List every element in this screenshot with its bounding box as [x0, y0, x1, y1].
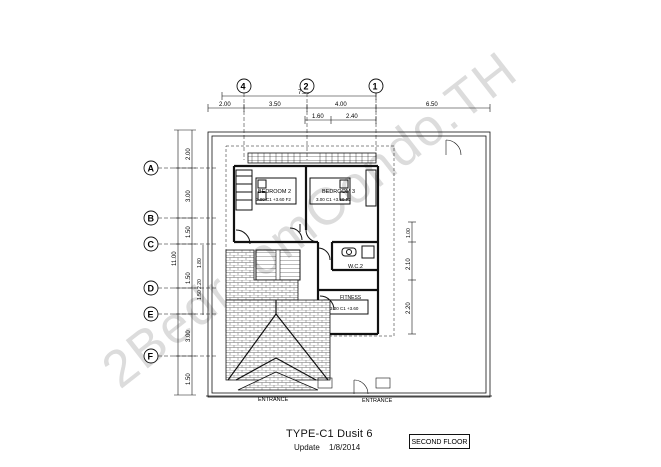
grid-row-c: C [148, 240, 155, 250]
floor-label-box: SECOND FLOOR [409, 434, 470, 449]
room-bedroom-2: BEDROOM 2 [258, 189, 291, 195]
dim-overall-left: 11.00 [172, 251, 178, 266]
dim-left-small-3: 2.20 [197, 279, 203, 289]
dim-left-1: 2.00 [186, 148, 192, 160]
floor-label: SECOND FLOOR [411, 439, 468, 446]
dim-overall-top: 7.50 [298, 90, 310, 96]
grid-row-f: F [148, 352, 154, 362]
entrance-right: ENTRANCE [362, 398, 393, 404]
grid-row-a: A [148, 164, 155, 174]
dim-top-6: 2.40 [346, 114, 358, 120]
dim-top-4: 6.50 [426, 102, 438, 108]
update-date: 1/8/2014 [329, 443, 361, 452]
dim-right-2: 2.10 [406, 258, 412, 270]
update-label: Update [294, 443, 320, 452]
dim-left-6: 1.50 [186, 373, 192, 385]
dim-top-3: 4.00 [335, 102, 347, 108]
lower-roof [225, 249, 331, 391]
dim-left-3: 1.50 [186, 226, 192, 238]
room-fitness-tag: 3.00 C1 +3.60 [330, 306, 359, 311]
dim-top-5: 1.60 [312, 114, 324, 120]
grid-col-1: 1 [373, 82, 378, 92]
dim-left-small-1: 1.80 [197, 258, 203, 268]
dim-top-1: 2.00 [219, 102, 231, 108]
grid-row-e: E [148, 310, 154, 320]
dim-top-2: 3.50 [269, 102, 281, 108]
entrance-left: ENTRANCE [258, 397, 289, 403]
dim-left-small-2: 1.50 [197, 290, 203, 300]
dim-left-2: 3.00 [186, 190, 192, 202]
grid-row-b: B [148, 214, 155, 224]
room-bedroom-3-tag: 3.00 C1 +3.60 F2 [316, 197, 351, 202]
room-bedroom-3: BEDROOM 3 [322, 189, 355, 195]
dim-right-1: 1.00 [406, 228, 412, 238]
floor-plan-drawing: 2BedroomCondo.TH 7.50 2.00 3.50 4.00 6.5… [92, 40, 529, 404]
dim-right-3: 2.20 [406, 302, 412, 314]
room-wc-2: W.C.2 [348, 264, 363, 270]
grid-col-4: 4 [241, 82, 246, 92]
dim-left-4: 1.50 [186, 272, 192, 284]
grid-row-d: D [148, 284, 155, 294]
dim-left-5: 3.00 [186, 330, 192, 342]
plan-title: TYPE-C1 Dusit 6 [286, 428, 373, 440]
balcony-railing [247, 152, 377, 164]
room-fitness: FITNESS [340, 295, 362, 301]
room-bedroom-2-tag: 3.00 C1 +3.60 F2 [256, 197, 291, 202]
grid-col-2: 2 [304, 82, 309, 92]
